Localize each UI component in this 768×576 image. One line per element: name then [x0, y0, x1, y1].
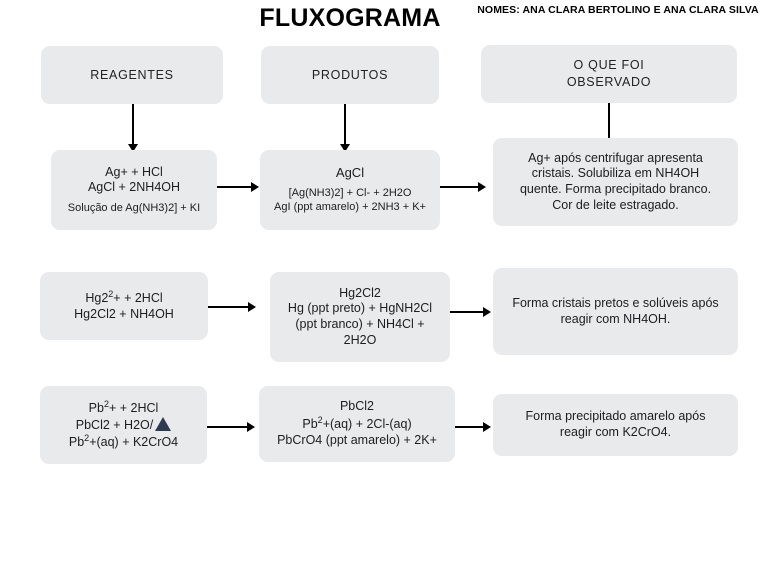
row2-observation-box: Forma cristais pretos e solúveis após re…: [493, 268, 738, 355]
row1-observation-box: Ag+ após centrifugar apresenta cristais.…: [493, 138, 738, 226]
row2-reagents-box: Hg22+ + 2HCl Hg2Cl2 + NH4OH: [40, 272, 208, 340]
row2-reagents-line2: Hg2Cl2 + NH4OH: [74, 307, 174, 322]
arrowhead-row3-products-to-observation: [483, 422, 491, 432]
row1-products-line2: [Ag(NH3)2] + Cl- + 2H2O: [288, 187, 412, 200]
row2-products-line1: Hg2Cl2: [339, 285, 381, 300]
row3-observation-box: Forma precipitado amarelo após reagir co…: [493, 394, 738, 456]
student-names: NOMES: ANA CLARA BERTOLINO E ANA CLARA S…: [477, 4, 759, 16]
column-header-observado-label-line1: O QUE FOI: [573, 58, 645, 73]
row3-reagents-line1: Pb2+ + 2HCl: [88, 398, 159, 416]
connector-row1-products-to-observation: [440, 186, 480, 188]
row1-products-line1: AgCl: [335, 165, 365, 181]
arrowhead-row2-products-to-observation: [483, 307, 491, 317]
row3-reagents-box: Pb2+ + 2HCl PbCl2 + H2O/ Pb2+(aq) + K2Cr…: [40, 386, 207, 464]
row3-products-line1: PbCl2: [339, 399, 375, 414]
row2-products-line4: 2H2O: [343, 332, 377, 347]
connector-header-produtos-to-row1: [344, 104, 346, 146]
arrowhead-header-produtos-to-row1: [340, 144, 350, 152]
connector-header-reagentes-to-row1: [132, 104, 134, 146]
column-header-produtos-label: PRODUTOS: [311, 67, 389, 82]
arrowhead-header-reagentes-to-row1: [128, 144, 138, 152]
row3-reagents-line3: Pb2+(aq) + K2CrO4: [68, 433, 179, 450]
row2-products-box: Hg2Cl2 Hg (ppt preto) + HgNH2Cl (ppt bra…: [270, 272, 450, 362]
page-title: FLUXOGRAMA: [259, 4, 441, 32]
row1-products-line3: AgI (ppt amarelo) + 2NH3 + K+: [274, 201, 426, 214]
row2-products-line3: (ppt branco) + NH4Cl +: [295, 317, 425, 331]
connector-row1-reagents-to-products: [217, 186, 253, 188]
row1-observation-line1: Ag+ após centrifugar apresenta: [528, 150, 703, 165]
row1-reagents-line2: AgCl + 2NH4OH: [87, 180, 181, 195]
row1-observation-line3: quente. Forma precipitado branco.: [519, 182, 712, 196]
row3-products-line3: PbCrO4 (ppt amarelo) + 2K+: [277, 432, 437, 447]
connector-row3-products-to-observation: [455, 426, 485, 428]
row2-products-line2: Hg (ppt preto) + HgNH2Cl: [287, 301, 433, 316]
column-header-observado-label-line2: OBSERVADO: [566, 75, 652, 89]
row3-observation-line1: Forma precipitado amarelo após: [525, 409, 706, 424]
heat-triangle-icon: [155, 416, 172, 431]
column-header-reagentes-label: REAGENTES: [90, 67, 174, 82]
row3-products-box: PbCl2 Pb2+(aq) + 2Cl-(aq) PbCrO4 (ppt am…: [259, 386, 455, 462]
row3-reagents-line2: PbCl2 + H2O/: [40, 416, 207, 434]
arrowhead-row2-reagents-to-products: [248, 302, 256, 312]
arrowhead-row1-reagents-to-products: [251, 182, 259, 192]
row2-observation-line2: reagir com NH4OH.: [560, 311, 671, 326]
connector-row2-reagents-to-products: [208, 306, 250, 308]
column-header-reagentes: REAGENTES: [41, 46, 223, 104]
row2-observation-line1: Forma cristais pretos e solúveis após: [512, 295, 719, 310]
row3-products-line2: Pb2+(aq) + 2Cl-(aq): [302, 415, 412, 432]
row1-products-box: AgCl [Ag(NH3)2] + Cl- + 2H2O AgI (ppt am…: [260, 150, 440, 230]
arrowhead-row3-reagents-to-products: [247, 422, 255, 432]
connector-row2-products-to-observation: [450, 311, 485, 313]
row1-reagents-line3: Solução de Ag(NH3)2] + KI: [67, 201, 201, 214]
row2-reagents-line1: Hg22+ + 2HCl: [85, 289, 163, 306]
row3-observation-line2: reagir com K2CrO4.: [559, 425, 672, 439]
connector-row3-reagents-to-products: [207, 426, 249, 428]
column-header-observado: O QUE FOI OBSERVADO: [481, 45, 737, 103]
row1-observation-line4: Cor de leite estragado.: [552, 197, 679, 212]
row1-observation-line2: cristais. Solubiliza em NH4OH: [531, 166, 700, 181]
column-header-produtos: PRODUTOS: [261, 46, 439, 104]
row1-reagents-box: Ag+ + HCl AgCl + 2NH4OH Solução de Ag(NH…: [51, 150, 217, 230]
connector-header-observado-to-row1: [608, 103, 610, 165]
row1-reagents-line1: Ag+ + HCl: [105, 164, 163, 179]
arrowhead-row1-products-to-observation: [478, 182, 486, 192]
